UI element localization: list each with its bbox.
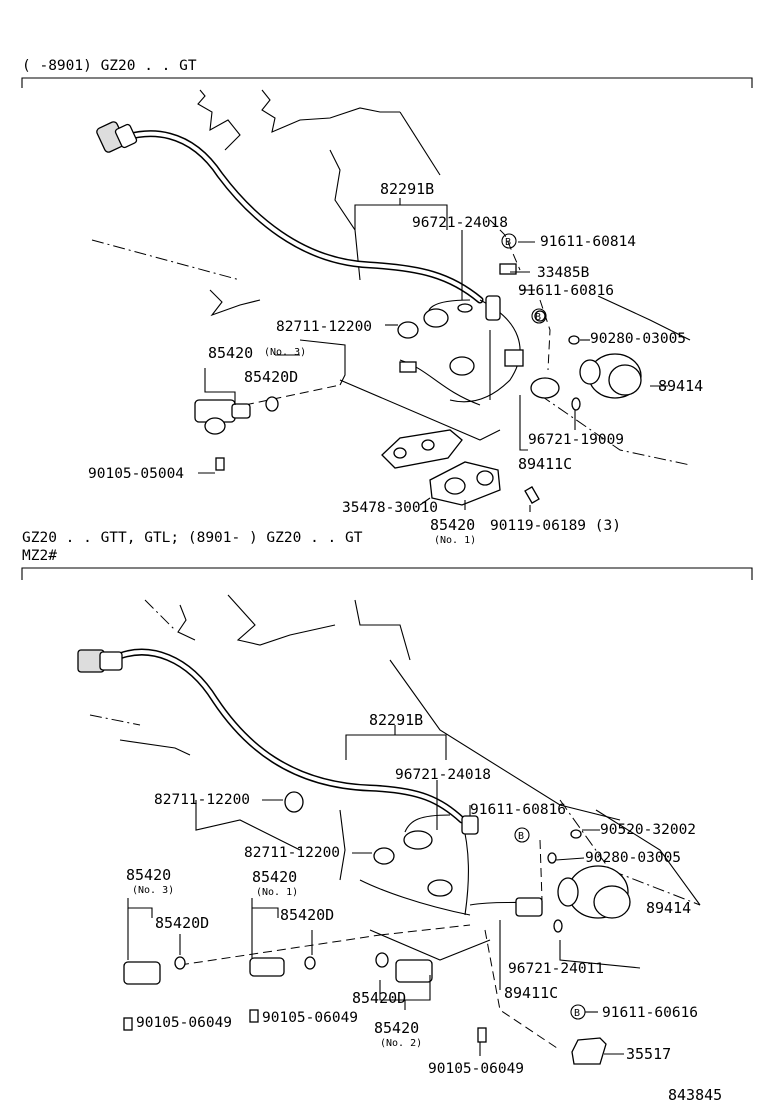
b-marker-icon [531,308,547,324]
section2-labels: 82291B 96721-24018 82711-12200 91611-608… [126,711,698,1077]
section2-leaders [127,725,701,1056]
section2-connector-icon [77,649,123,673]
section2-header-line1: GZ20 . . GTT, GTL; (8901- ) GZ20 . . GT [22,530,363,546]
label-91611-60816: 91611-60816 [470,802,566,818]
section1-frame: ( -8901) GZ20 . . GT [21,58,753,88]
label-90105-06049-a: 90105-06049 [136,1015,232,1031]
label-85420d-a: 85420D [155,914,209,932]
label-91611-60814: 91611-60814 [540,234,636,250]
label-90105-06049-b: 90105-06049 [262,1010,358,1026]
label-85420-no2: 85420 [374,1019,419,1037]
label-no3: (No. 3) [264,347,306,358]
label-90119-06189: 90119-06189 (3) [490,518,621,534]
label-91611-60816: 91611-60816 [518,283,614,299]
label-89414: 89414 [646,899,691,917]
label-85420d: 85420D [244,368,298,386]
label-85420-no3: 85420 [208,344,253,362]
label-90105-05004: 90105-05004 [88,466,184,482]
svg-text:B: B [574,1008,580,1019]
section2-frame: GZ20 . . GTT, GTL; (8901- ) GZ20 . . GT … [21,530,753,580]
b-marker-icon [570,1004,586,1020]
label-no1: (No. 1) [434,535,476,546]
section2-header-line2: MZ2# [22,548,57,564]
b-marker-icon [501,233,517,249]
b-marker-icon [514,827,530,843]
label-89411c: 89411C [504,984,558,1002]
label-96721-24011: 96721-24011 [508,961,604,977]
label-85420d-b: 85420D [280,906,334,924]
label-90280-03005: 90280-03005 [585,850,681,866]
label-90280-03005: 90280-03005 [590,331,686,347]
label-85420-no1: 85420 [252,868,297,886]
diagram-code: 843845 [668,1086,722,1104]
label-no1: (No. 1) [256,887,298,898]
section1-parts [194,263,642,506]
label-82711-12200-a: 82711-12200 [154,792,250,808]
section1-leaders [198,198,691,512]
svg-text:B: B [535,312,541,323]
label-no3: (No. 3) [132,885,174,896]
section1-header: ( -8901) GZ20 . . GT [22,58,197,74]
label-90105-06049-c: 90105-06049 [428,1061,524,1077]
section1-labels: 82291B 96721-24018 B 91611-60814 33485B … [88,180,703,546]
label-85420-no3: 85420 [126,866,171,884]
label-90520-32002: 90520-32002 [600,822,696,838]
label-35517: 35517 [626,1045,671,1063]
label-no2: (No. 2) [380,1038,422,1049]
label-89411c: 89411C [518,455,572,473]
section2-engine-outline [89,594,701,1051]
label-89414: 89414 [658,377,703,395]
svg-text:B: B [505,237,511,248]
label-82711-12200-b: 82711-12200 [244,845,340,861]
label-91611-60616: 91611-60616 [602,1005,698,1021]
label-85420-no1: 85420 [430,516,475,534]
label-96721-19009: 96721-19009 [528,432,624,448]
label-96721-24018: 96721-24018 [395,767,491,783]
label-82291b: 82291B [369,711,423,729]
section1-engine-outline [91,89,691,466]
label-35478-30010: 35478-30010 [342,500,438,516]
label-85420d-c: 85420D [352,989,406,1007]
section2-harness [106,648,531,916]
section2-parts [123,791,631,1065]
label-82291b: 82291B [380,180,434,198]
section1-connector-icon [96,121,138,153]
svg-text:B: B [518,831,524,842]
label-96721-24018: 96721-24018 [412,215,508,231]
label-82711-12200: 82711-12200 [276,319,372,335]
label-33485b: 33485B [537,265,590,281]
